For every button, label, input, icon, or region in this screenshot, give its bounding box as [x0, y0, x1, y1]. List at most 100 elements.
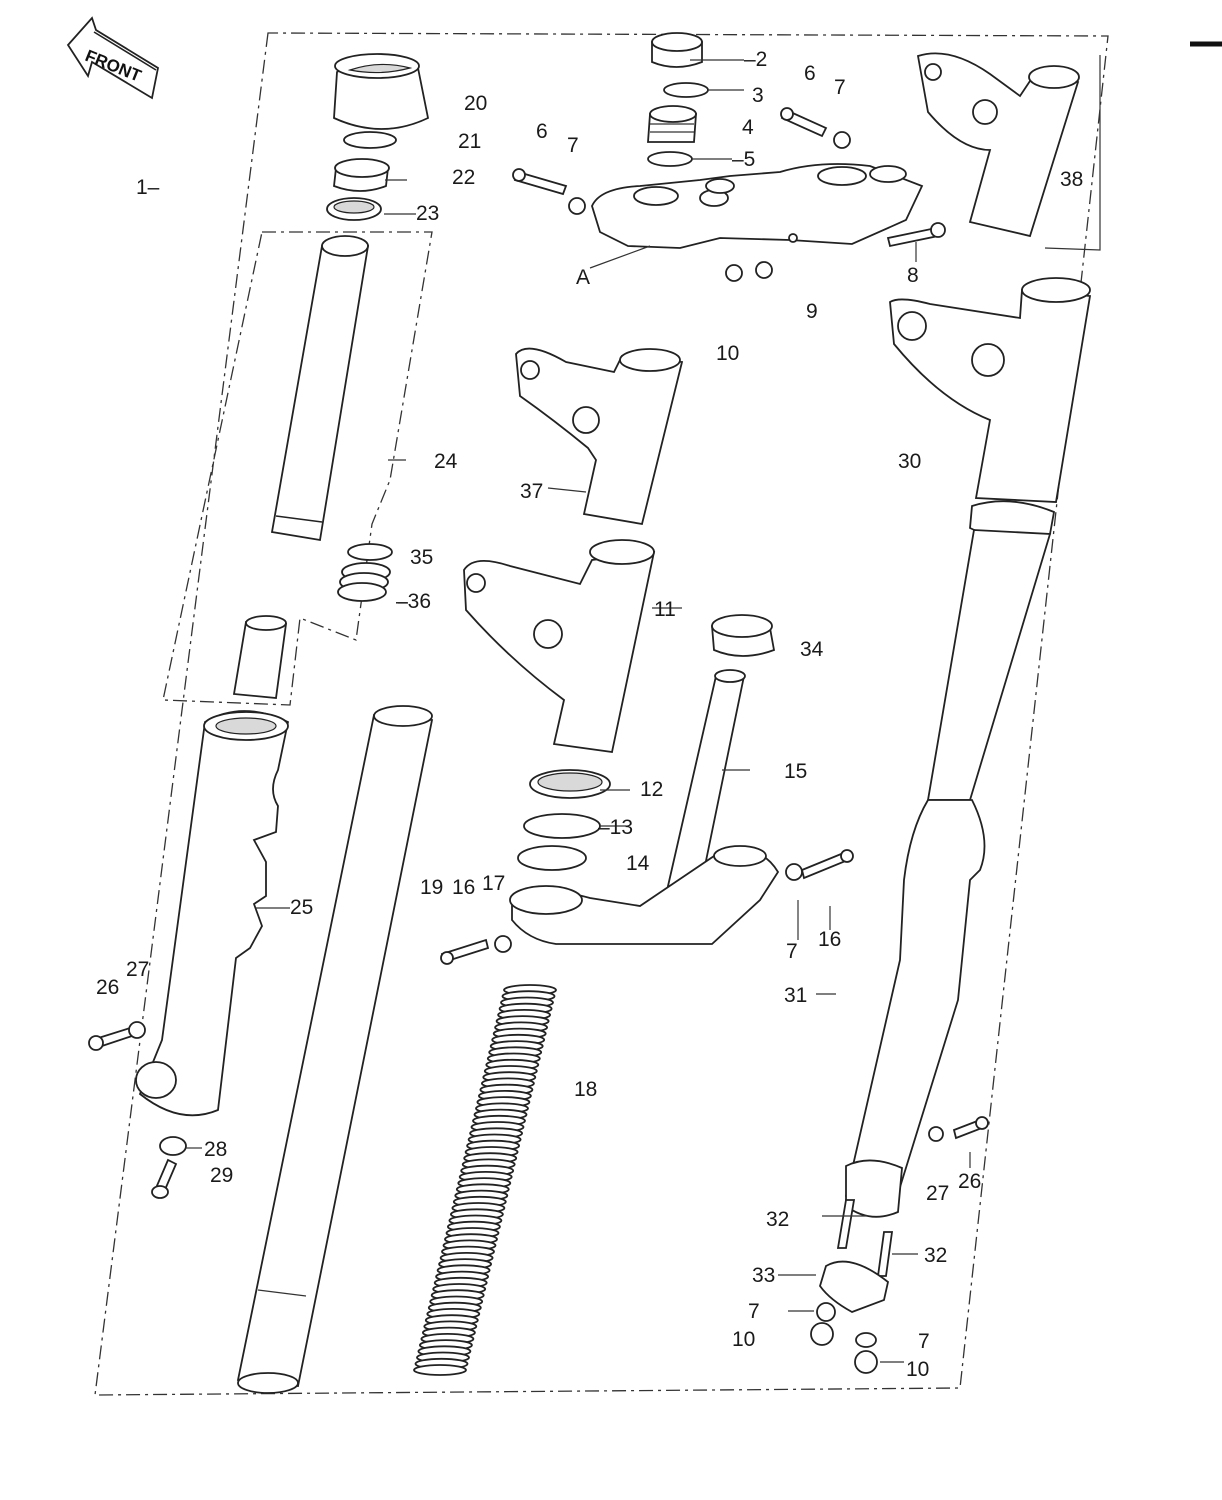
axle-clamp-33-part: [819, 1260, 890, 1313]
cap-2-part: [651, 32, 703, 68]
bolt-16b-part: [785, 849, 854, 881]
callout-1: 1–: [136, 176, 160, 199]
circlip-35-part: [347, 543, 393, 561]
callout-36: –36: [396, 590, 431, 613]
callout-26b: 26: [958, 1170, 981, 1193]
bolt-6b-part: [780, 107, 851, 149]
oring-5-part: [647, 151, 693, 167]
callout-11: 11: [654, 598, 676, 621]
bolt-8-part: [886, 222, 946, 248]
steering-stem-15-part: [666, 669, 746, 891]
callout-6b: 6: [804, 62, 816, 85]
stud-32a-part: [836, 1199, 856, 1249]
steering-stem-bracket-part: [509, 845, 780, 945]
callout-19: 19: [420, 876, 443, 899]
callout-35: 35: [410, 546, 433, 569]
bolt-16a-part: [440, 935, 512, 965]
bolt-29-part: [151, 1158, 178, 1199]
bolt-26b-part: [952, 1116, 989, 1140]
cap-34-part: [711, 614, 776, 657]
right-fork-tube-30-part: [889, 277, 1092, 801]
fork-tube-19-part: [236, 705, 434, 1394]
stud-32b-part: [876, 1231, 894, 1277]
callout-22: 22: [452, 166, 475, 189]
seal-22-part: [333, 158, 390, 192]
callout-2: –2: [744, 48, 767, 71]
bushing-part: [232, 615, 288, 699]
callout-32a: 32: [766, 1208, 789, 1231]
callout-9: 9: [806, 300, 818, 323]
callout-25: 25: [290, 896, 313, 919]
callout-33: 33: [752, 1264, 775, 1287]
callout-7e: 7: [918, 1330, 930, 1353]
callout-32b: 32: [924, 1244, 947, 1267]
left-leg-boundary: [162, 231, 433, 706]
callout-28: 28: [204, 1138, 227, 1161]
callout-7d: 7: [748, 1300, 760, 1323]
right-slider-31-part: [844, 799, 986, 1218]
callout-21: 21: [458, 130, 481, 153]
callout-4: 4: [742, 116, 754, 139]
lower-bracket-11-part: [463, 539, 656, 754]
damper-rod-24-part: [270, 235, 370, 542]
callout-27a: 27: [126, 958, 149, 981]
callout-13: –13: [598, 816, 633, 839]
nut-10-part: [755, 261, 773, 279]
callout-23: 23: [416, 202, 439, 225]
handlebar-clamp-38-part: [916, 52, 1080, 238]
callout-8: 8: [907, 264, 919, 287]
outer-slider-25-part: [135, 710, 290, 1117]
callout-10a: 10: [716, 342, 739, 365]
callout-16a: 16: [452, 876, 475, 899]
oring-3-part: [663, 82, 709, 98]
callout-A: A: [576, 266, 590, 289]
callout-20: 20: [464, 92, 487, 115]
handlebar-clamp-37-part: [515, 347, 684, 526]
callout-15: 15: [784, 760, 807, 783]
callout-16b: 16: [818, 928, 841, 951]
washer-7e-part: [855, 1332, 877, 1348]
callout-12: 12: [640, 778, 663, 801]
callout-26a: 26: [96, 976, 119, 999]
callout-7a: 7: [567, 134, 579, 157]
bearing-12-part: [529, 769, 611, 799]
front-direction-badge: FRONT: [66, 16, 160, 100]
callout-17a: 17: [482, 872, 505, 895]
callout-31: 31: [784, 984, 807, 1007]
callout-18: 18: [574, 1078, 597, 1101]
washer-23-part: [326, 197, 382, 221]
callout-10b: 10: [732, 1328, 755, 1351]
washer-28-part: [159, 1136, 187, 1156]
spring-coil: [413, 1364, 467, 1376]
callout-10c: 10: [906, 1358, 929, 1381]
callout-14: 14: [626, 852, 650, 875]
callout-3: 3: [752, 84, 764, 107]
callout-38: 38: [1060, 168, 1083, 191]
top-bracket-A-part: [591, 163, 924, 249]
bolt-26-left-part: [88, 1021, 146, 1051]
callout-7c: 7: [786, 940, 798, 963]
right-bracket-boundary: [1044, 55, 1101, 251]
ring-21-part: [343, 131, 397, 149]
nut-9-part: [725, 264, 743, 282]
washer-7d-part: [816, 1302, 836, 1322]
callout-34: 34: [800, 638, 824, 661]
spring-36-part: [337, 562, 391, 602]
callout-6a: 6: [536, 120, 548, 143]
callout-27b: 27: [926, 1182, 949, 1205]
leader-lines: [186, 59, 971, 1363]
callout-7b: 7: [834, 76, 846, 99]
race-13-part: [523, 813, 601, 839]
nut-10c-part: [854, 1350, 878, 1374]
callout-29: 29: [210, 1164, 233, 1187]
nut-10b-part: [810, 1322, 834, 1346]
callout-24: 24: [434, 450, 458, 473]
callout-30: 30: [898, 450, 921, 473]
callout-5: –5: [732, 148, 755, 171]
fork-spring-18-part: [413, 984, 557, 1376]
bolt-6a-part: [512, 168, 586, 215]
bolt-cap-4-part: [647, 105, 697, 143]
callout-37: 37: [520, 480, 543, 503]
